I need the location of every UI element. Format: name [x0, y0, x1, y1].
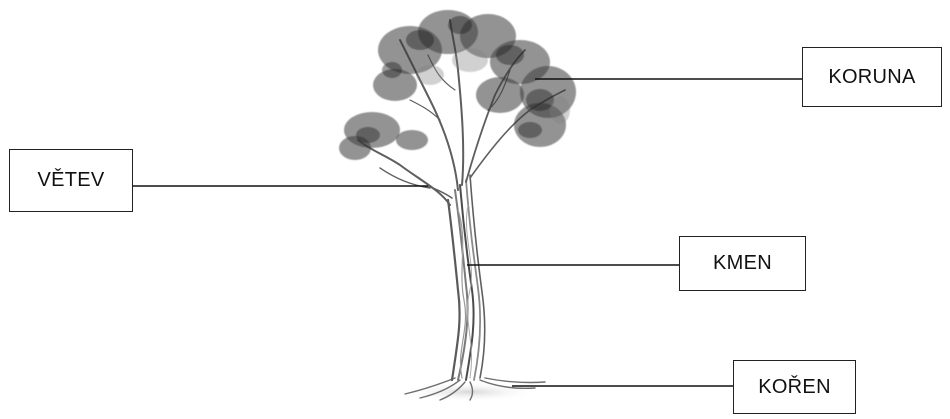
- label-trunk: KMEN: [679, 236, 806, 291]
- label-root: KOŘEN: [733, 360, 856, 414]
- label-trunk-text: KMEN: [713, 252, 772, 275]
- leader-lines: [133, 79, 802, 386]
- label-crown: KORUNA: [802, 47, 942, 107]
- label-branch-text: VĚTEV: [37, 169, 104, 192]
- label-crown-text: KORUNA: [828, 66, 915, 89]
- tree-crown: [339, 10, 576, 160]
- label-root-text: KOŘEN: [758, 376, 831, 399]
- label-branch: VĚTEV: [9, 149, 133, 212]
- tree-trunk: [448, 175, 485, 380]
